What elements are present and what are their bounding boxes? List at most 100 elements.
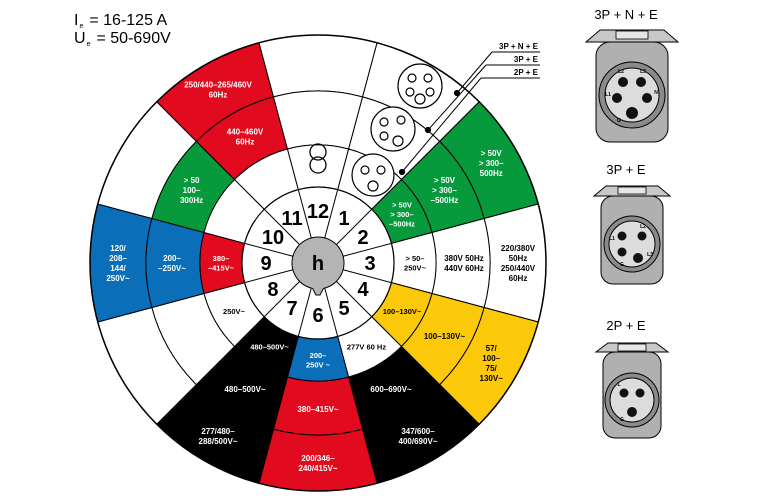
clock-number-10: 10 [262,227,284,249]
outer-ring-label-4-line-0: 57/ [486,344,498,353]
middle-ring-label-11-line-1: 60Hz [236,137,255,146]
clock-divider [244,242,294,257]
middle-ring-label-11-line-0: 440–460V [227,127,264,136]
current-rating: Ie = 16-125 A [74,12,167,36]
outer-ring-label-6-line-1: 240/415V~ [299,464,338,473]
clock-divider [297,287,312,337]
clock-divider [263,208,300,245]
clock-number-4: 4 [357,279,369,301]
clock-divider [342,242,392,257]
plug3-pin-g: G [620,417,624,423]
inner-ring-label-3-line-1: 250V~ [404,263,427,272]
plug2-pin-l2: L2 [640,224,646,230]
socket-face-2p-e-icon [351,153,395,197]
outer-ring-label-4-line-1: 100– [482,354,500,363]
outer-ring-label-6-line-0: 200/346– [301,454,335,463]
outer-ring-label-11-line-0: 250/440–265/460V [184,81,252,90]
clock-number-9: 9 [260,253,271,275]
outer-ring-label-9-line-1: 208– [109,254,127,263]
inner-ring-label-6: 200–250V ~ [306,351,331,370]
hub-circle [291,236,345,296]
clock-divider [324,287,339,337]
voltage-rating: Ue= 50-690V [74,30,171,54]
plug2-pin-g: G [620,262,624,268]
outer-ring-label-7: 277/480–288/500V~ [199,427,238,446]
outer-ring-label-7-line-1: 288/500V~ [199,437,238,446]
clock-number-7: 7 [286,298,297,320]
clock-divider [336,208,373,245]
inner-ring-label-6-line-0: 200– [310,351,327,360]
outer-ring-label-2-line-2: 500Hz [480,169,503,178]
clock-number-11: 11 [281,208,302,230]
inner-ring-label-9-line-0: 380– [213,254,230,263]
inner-ring-label-2-line-0: > 50V [392,201,412,210]
clock-divider [336,281,373,318]
current-equals: = [89,12,99,29]
legend-2p-e: 2P + E [514,68,539,77]
outer-ring-label-3-line-0: 220/380V [501,244,536,253]
middle-ring-label-4-line-0: 100–130V~ [424,332,465,341]
socket-face-3p-n-e-icon [397,63,443,109]
inner-ring-label-2-line-1: > 300– [390,210,413,219]
inner-ring-label-5-line-0: 277V 60 Hz [347,343,386,352]
hub: h [291,236,345,296]
clock-divider [342,269,392,284]
inner-ring-label-4: 100–130V~ [383,307,422,316]
inner-ring-label-8: 250V~ [223,307,246,316]
inner-ring-label-2: > 50V> 300––500Hz [389,201,415,229]
outer-ring-label-2-line-1: > 300– [479,159,504,168]
clock-number-3: 3 [364,253,375,275]
middle-ring-label-10-line-1: 100– [183,186,201,195]
current-symbol: I [74,12,79,29]
middle-ring-label-6: 380–415V~ [297,405,338,414]
outer-ring-label-9-line-0: 120/ [110,244,126,253]
wheel-segments [89,34,547,492]
current-subscript: e [79,23,84,30]
middle-ring-label-10-line-0: > 50 [184,176,200,185]
middle-ring-label-3-line-0: 380V 50Hz [444,254,484,263]
middle-ring-label-5-line-0: 600–690V~ [370,385,411,394]
plug1-pin-n: N [654,90,658,96]
middle-ring-label-2-line-0: > 50V [434,176,456,185]
outer-ring-label-4-line-3: 130V~ [480,374,504,383]
plug1-pin-l3: L3 [640,69,646,75]
outer-ring-label-11-line-1: 60Hz [209,91,228,100]
plug-2p-e-icon [594,342,670,439]
inner-ring-label-9: 380––415V~ [208,254,235,273]
outer-ring-label-3-line-3: 60Hz [509,274,528,283]
middle-ring-label-2-line-1: > 300– [432,186,457,195]
outer-ring-label-3-line-2: 250/440V [501,264,536,273]
inner-ring-label-7-line-0: 480–500V~ [250,343,289,352]
middle-ring-label-2: > 50V> 300––500Hz [431,176,459,205]
current-value: 16-125 A [103,12,168,29]
clock-number-6: 6 [312,305,323,327]
clock-divider [324,189,339,239]
middle-ring-label-3-line-1: 440V 60Hz [444,264,484,273]
middle-ring-segment-12 [272,90,364,150]
outer-ring-label-9-line-3: 250V~ [106,274,130,283]
inner-ring-label-8-line-0: 250V~ [223,307,246,316]
middle-ring-label-7: 480–500V~ [224,385,265,394]
plug-3p-e-icon [592,185,672,285]
outer-ring-label-2-line-0: > 50V [481,149,503,158]
plug3-pin-l: L [617,382,620,388]
outer-ring-label-5: 347/600–400/690V~ [399,427,438,446]
middle-ring-label-7-line-0: 480–500V~ [224,385,265,394]
inner-ring-label-3: > 50–250V~ [404,254,427,273]
middle-ring-label-2-line-2: –500Hz [431,196,459,205]
outer-ring-label-5-line-0: 347/600– [401,427,435,436]
outer-ring-label-3-line-1: 50Hz [509,254,528,263]
plug-title-3p-n-e: 3P + N + E [594,7,658,22]
transformer-icon [309,143,327,174]
voltage-equals: = [96,30,106,47]
clock-divider [297,189,312,239]
inner-ring-label-5: 277V 60 Hz [347,343,386,352]
plug-title-2p-e: 2P + E [606,318,646,333]
plug2-pin-l3: L3 [647,252,653,258]
clock-number-2: 2 [357,227,368,249]
